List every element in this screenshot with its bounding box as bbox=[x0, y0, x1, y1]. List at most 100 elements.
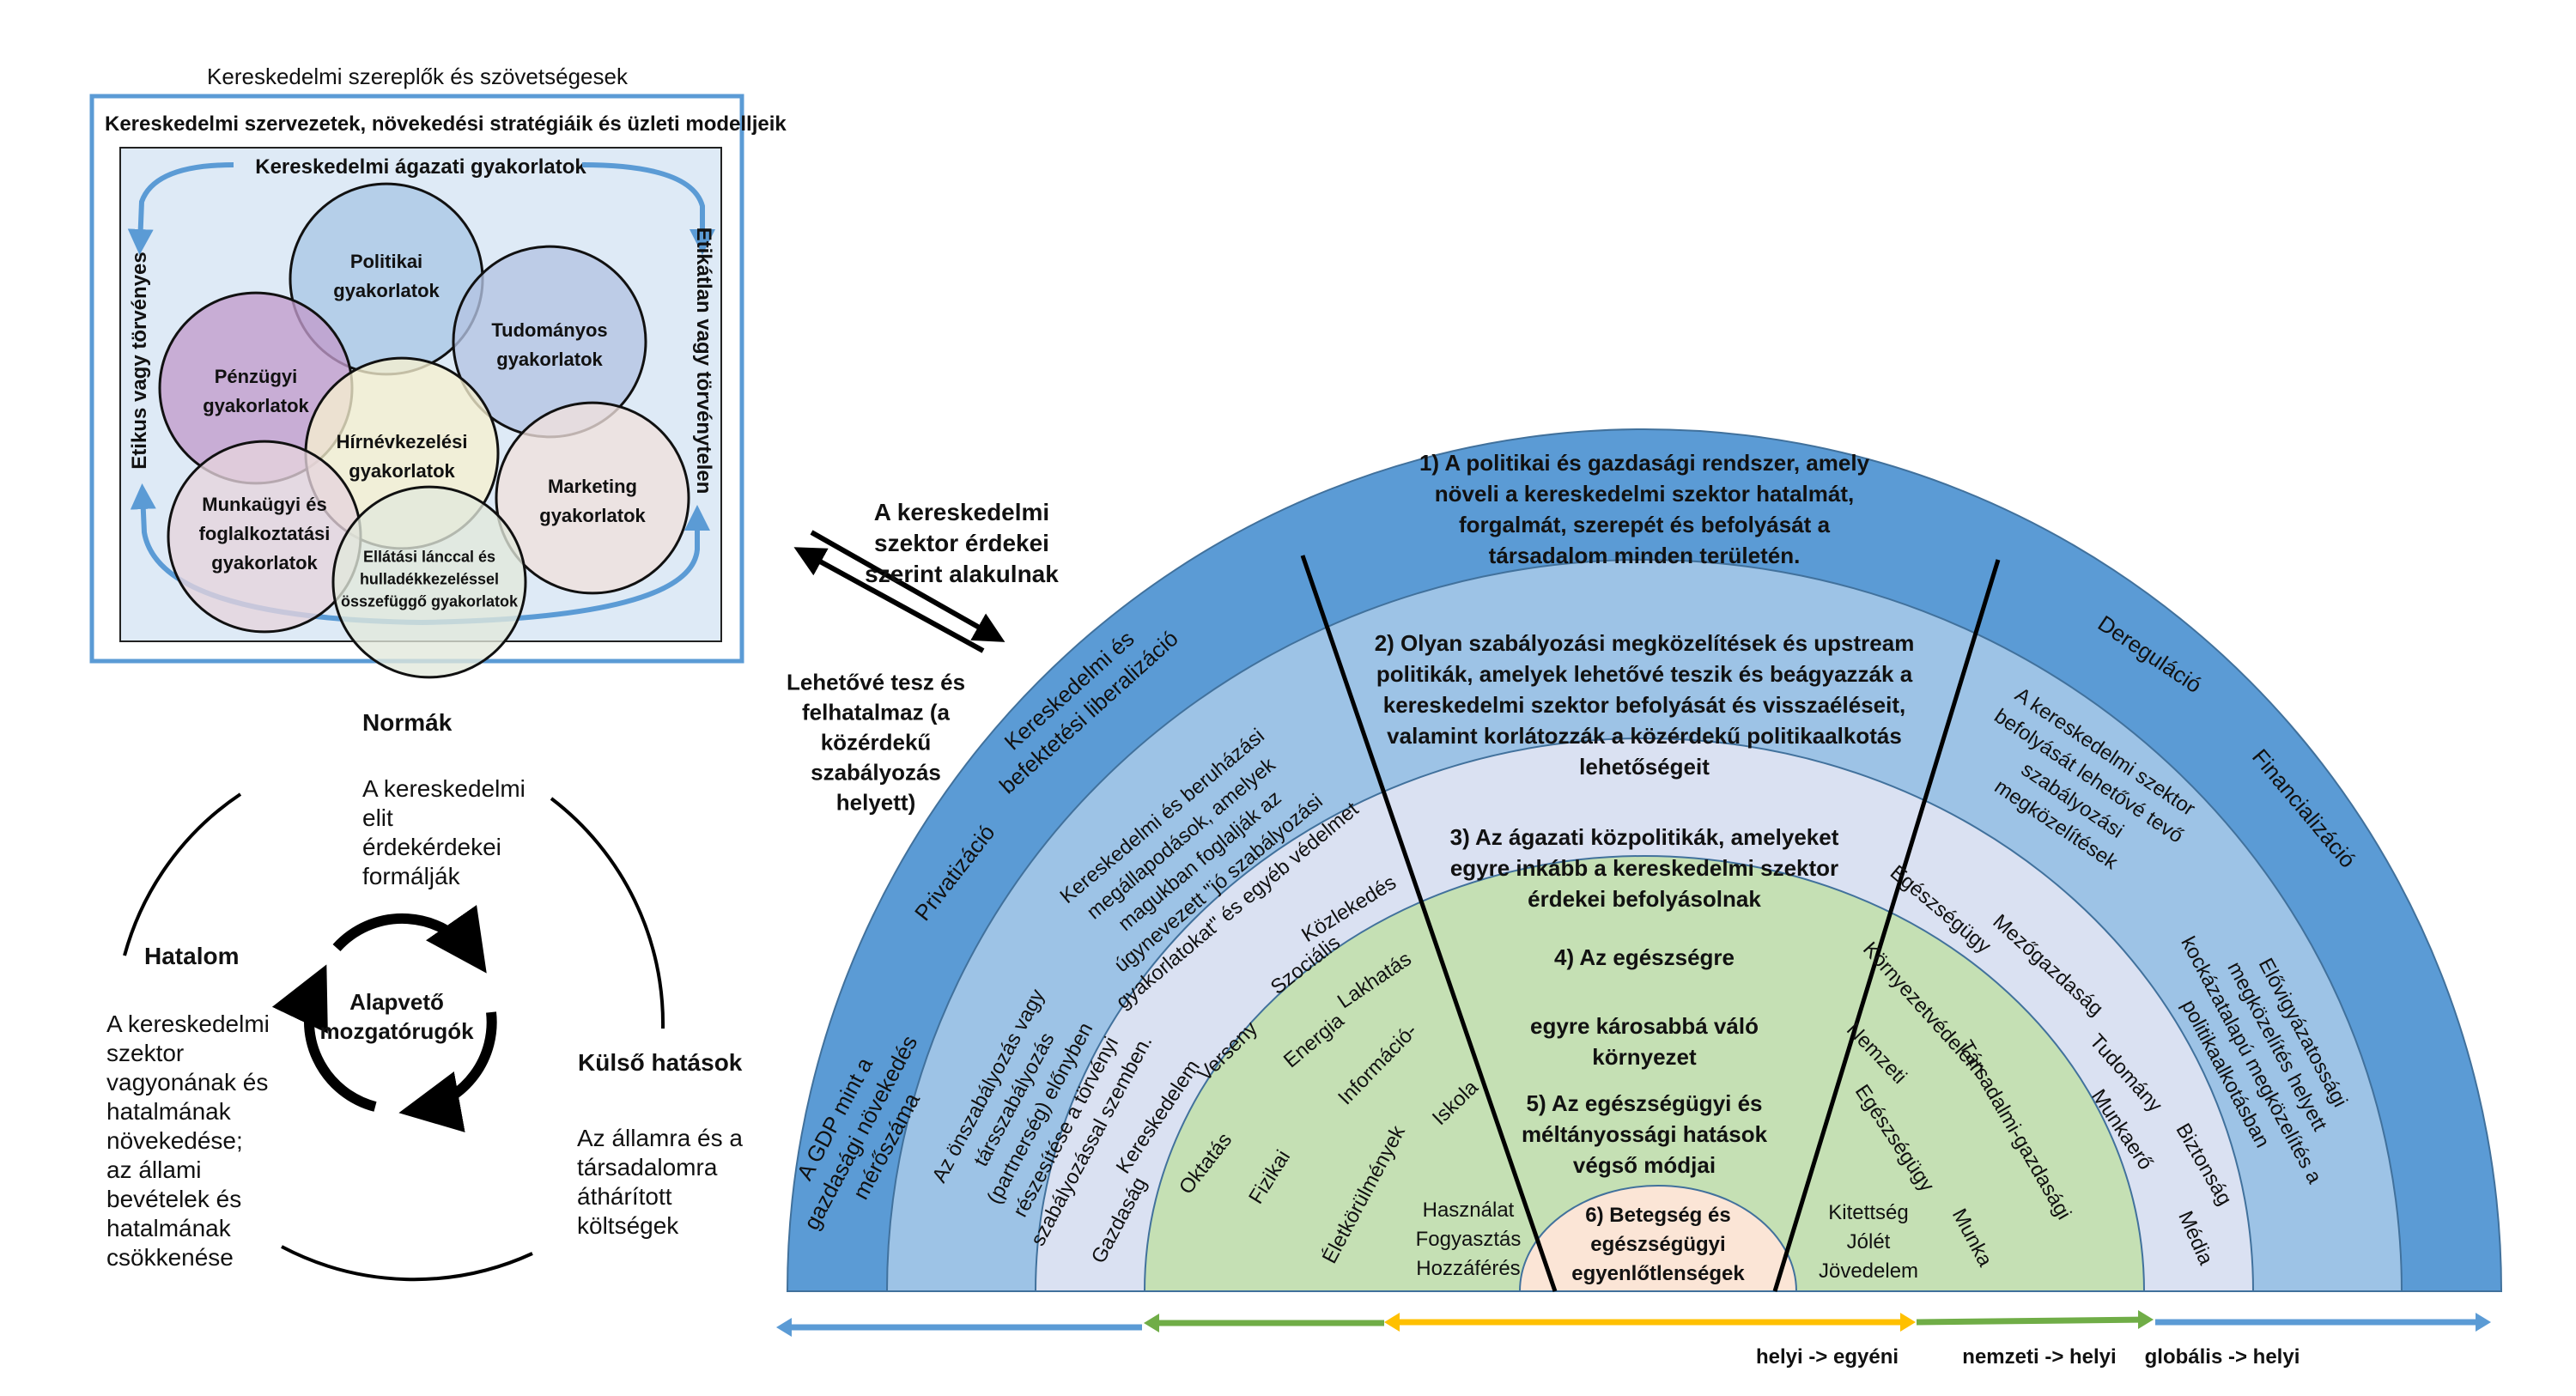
arrow-top-right bbox=[581, 162, 715, 255]
exposure-stack-line: Jólét bbox=[1847, 1230, 1891, 1253]
venn-circle bbox=[495, 401, 690, 595]
ring-4-environment bbox=[1143, 855, 2146, 1292]
power-text-line: növekedése; bbox=[106, 1127, 243, 1154]
power-title: Hatalom bbox=[144, 943, 239, 969]
level-2-text-line: 2) Olyan szabályozási megközelítések és … bbox=[1375, 630, 1915, 656]
divider-left bbox=[1300, 555, 1558, 1292]
level-5-text-line: méltányossági hatások bbox=[1522, 1121, 1768, 1147]
venn-label-line: gyakorlatok bbox=[333, 280, 440, 301]
power-text-line: hatalmának bbox=[106, 1215, 232, 1241]
level-1-text-line: növeli a kereskedelmi szektor hatalmát, bbox=[1435, 481, 1854, 507]
venn-label-line: összefüggő gyakorlatok bbox=[341, 593, 519, 610]
divider-right bbox=[1772, 559, 2001, 1292]
access-stack-line: Hozzáférés bbox=[1416, 1257, 1520, 1280]
ethical-legal-label: Etikus vagy törvényes bbox=[128, 252, 151, 469]
venn-label-line: foglalkoztatási bbox=[199, 523, 331, 544]
venn-label-line: Hírnévkezelési bbox=[337, 431, 468, 452]
lower-arrow-label-line: Lehetővé tesz és bbox=[787, 670, 965, 695]
outer-arc-top-left bbox=[123, 792, 242, 956]
upper-arrow-label-line: szerint alakulnak bbox=[865, 561, 1059, 587]
rainbow-model: 1) A politikai és gazdasági rendszer, am… bbox=[786, 428, 2503, 1292]
level-2-text-line: kereskedelmi szektor befolyását és vissz… bbox=[1383, 692, 1905, 718]
norms-text-line: érdekérdekei bbox=[362, 834, 501, 860]
venn-label-line: gyakorlatok bbox=[203, 395, 309, 416]
level-6-text-line: egészségügyi bbox=[1590, 1233, 1725, 1256]
arrow-from-rainbow bbox=[793, 547, 985, 653]
lower-arrow-label-line: helyett) bbox=[836, 790, 915, 816]
level-5-text-line: végső módjai bbox=[1573, 1152, 1716, 1178]
external-text-line: Az államra és a bbox=[577, 1125, 743, 1151]
scale-axis: helyi -> egyéni nemzeti -> helyi globáli… bbox=[776, 1310, 2491, 1369]
axis-label-global-local: globális -> helyi bbox=[2145, 1345, 2300, 1369]
cycle-center-line: Alapvető bbox=[349, 989, 444, 1015]
power-text-line: bevételek és bbox=[106, 1186, 241, 1212]
outer-arc-right bbox=[550, 797, 665, 1029]
shaped-by-interests-label: A kereskedelmi szektor érdekei szerint ala… bbox=[865, 499, 1059, 587]
level-3-text-line: 3) Az ágazati közpolitikák, amelyeket bbox=[1450, 824, 1839, 850]
level-3-text-line: érdekei befolyásolnak bbox=[1528, 886, 1761, 912]
upper-arrow-label-line: A kereskedelmi bbox=[874, 499, 1049, 525]
level-4a-text-line: 4) Az egészségre bbox=[1554, 944, 1735, 970]
outer-title: Kereskedelmi szereplők és szövetségesek bbox=[207, 64, 629, 89]
level-1-text-line: 1) A politikai és gazdasági rendszer, am… bbox=[1419, 450, 1870, 476]
level-2-text-line: politikák, amelyek lehetővé teszik és be… bbox=[1376, 661, 1913, 687]
external-title: Külső hatások bbox=[578, 1049, 743, 1076]
level-2-text-line: lehetőségeit bbox=[1579, 754, 1710, 780]
power-text-line: hatalmának bbox=[106, 1098, 232, 1125]
cycle-arrow-1 bbox=[332, 905, 487, 974]
arrowhead-right-icon bbox=[2138, 1310, 2154, 1329]
exposure-stack-line: Jövedelem bbox=[1819, 1259, 1918, 1283]
level-2-text-line: valamint korlátozzák a közérdekű politik… bbox=[1387, 723, 1902, 749]
norms-text-line: A kereskedelmi bbox=[362, 775, 526, 802]
cycle-center-label: Alapvető mozgatórugók bbox=[319, 989, 474, 1044]
lower-arrow-label-line: közérdekű bbox=[821, 730, 932, 756]
exposure-stack-line: Kitettség bbox=[1828, 1201, 1908, 1224]
scale-arrow-segment bbox=[1916, 1316, 2149, 1326]
power-text-line: vagyonának és bbox=[106, 1069, 268, 1096]
power-text-line: szektor bbox=[106, 1040, 184, 1066]
box-title: Kereskedelmi szervezetek, növekedési str… bbox=[105, 112, 787, 136]
level-3-text-line: egyre inkább a kereskedelmi szektor bbox=[1450, 855, 1838, 881]
arrow-to-rainbow bbox=[810, 530, 1005, 642]
level-5-text-line: 5) Az egészségügyi és bbox=[1526, 1090, 1762, 1116]
norms-title: Normák bbox=[362, 709, 453, 736]
norms-text-line: formálják bbox=[362, 863, 461, 889]
level-6-text-line: 6) Betegség és bbox=[1585, 1204, 1730, 1227]
outer-arc-bottom bbox=[281, 1245, 533, 1282]
external-text-line: költségek bbox=[577, 1212, 679, 1239]
self-regulation-label-group: Az önszabályozás vagytársszabályozás(par… bbox=[927, 986, 1157, 1250]
level-1-text-line: társadalom minden területén. bbox=[1489, 543, 1801, 568]
influence-arrows: A kereskedelmi szektor érdekei szerint ala… bbox=[787, 499, 1059, 816]
venn-label-line: Politikai bbox=[350, 251, 422, 272]
arrowhead-right-icon bbox=[1900, 1313, 1916, 1332]
venn-circle bbox=[331, 485, 527, 679]
power-text-line: A kereskedelmi bbox=[106, 1011, 270, 1037]
fundamental-drivers-cycle: Alapvető mozgatórugók Normák A kereskedel… bbox=[106, 709, 743, 1282]
arrow-top-left bbox=[127, 162, 234, 255]
level-1-text-line: forgalmát, szerepét és befolyását a bbox=[1459, 512, 1831, 537]
venn-label-line: hulladékkezeléssel bbox=[360, 571, 499, 588]
cycle-arrow-2 bbox=[398, 1011, 497, 1132]
cycle-center-line: mozgatórugók bbox=[319, 1018, 474, 1044]
venn-label-line: gyakorlatok bbox=[211, 552, 318, 574]
level-4b-text-line: egyre károsabbá váló bbox=[1530, 1013, 1759, 1039]
external-text-line: társadalomra bbox=[577, 1154, 718, 1181]
access-stack-line: Használat bbox=[1423, 1199, 1515, 1222]
arrowhead-left-icon bbox=[1384, 1313, 1400, 1332]
axis-label-local-individual: helyi -> egyéni bbox=[1756, 1345, 1899, 1369]
power-text-line: csökkenése bbox=[106, 1244, 234, 1271]
venn-label-line: gyakorlatok bbox=[539, 505, 646, 526]
inner-title: Kereskedelmi ágazati gyakorlatok bbox=[255, 155, 586, 179]
practices-venn: PolitikaigyakorlatokTudományosgyakorlato… bbox=[158, 182, 690, 679]
venn-label-line: Munkaügyi és bbox=[202, 494, 326, 515]
unethical-illegal-label: Etikátlan vagy törvénytelen bbox=[692, 228, 715, 495]
axis-label-national-local: nemzeti -> helyi bbox=[1962, 1345, 2116, 1369]
venn-label-line: Marketing bbox=[548, 476, 637, 497]
venn-label-line: Tudományos bbox=[491, 319, 607, 341]
lower-arrow-label-line: felhatalmaz (a bbox=[802, 700, 950, 725]
upper-arrow-label-line: szektor érdekei bbox=[874, 530, 1049, 556]
